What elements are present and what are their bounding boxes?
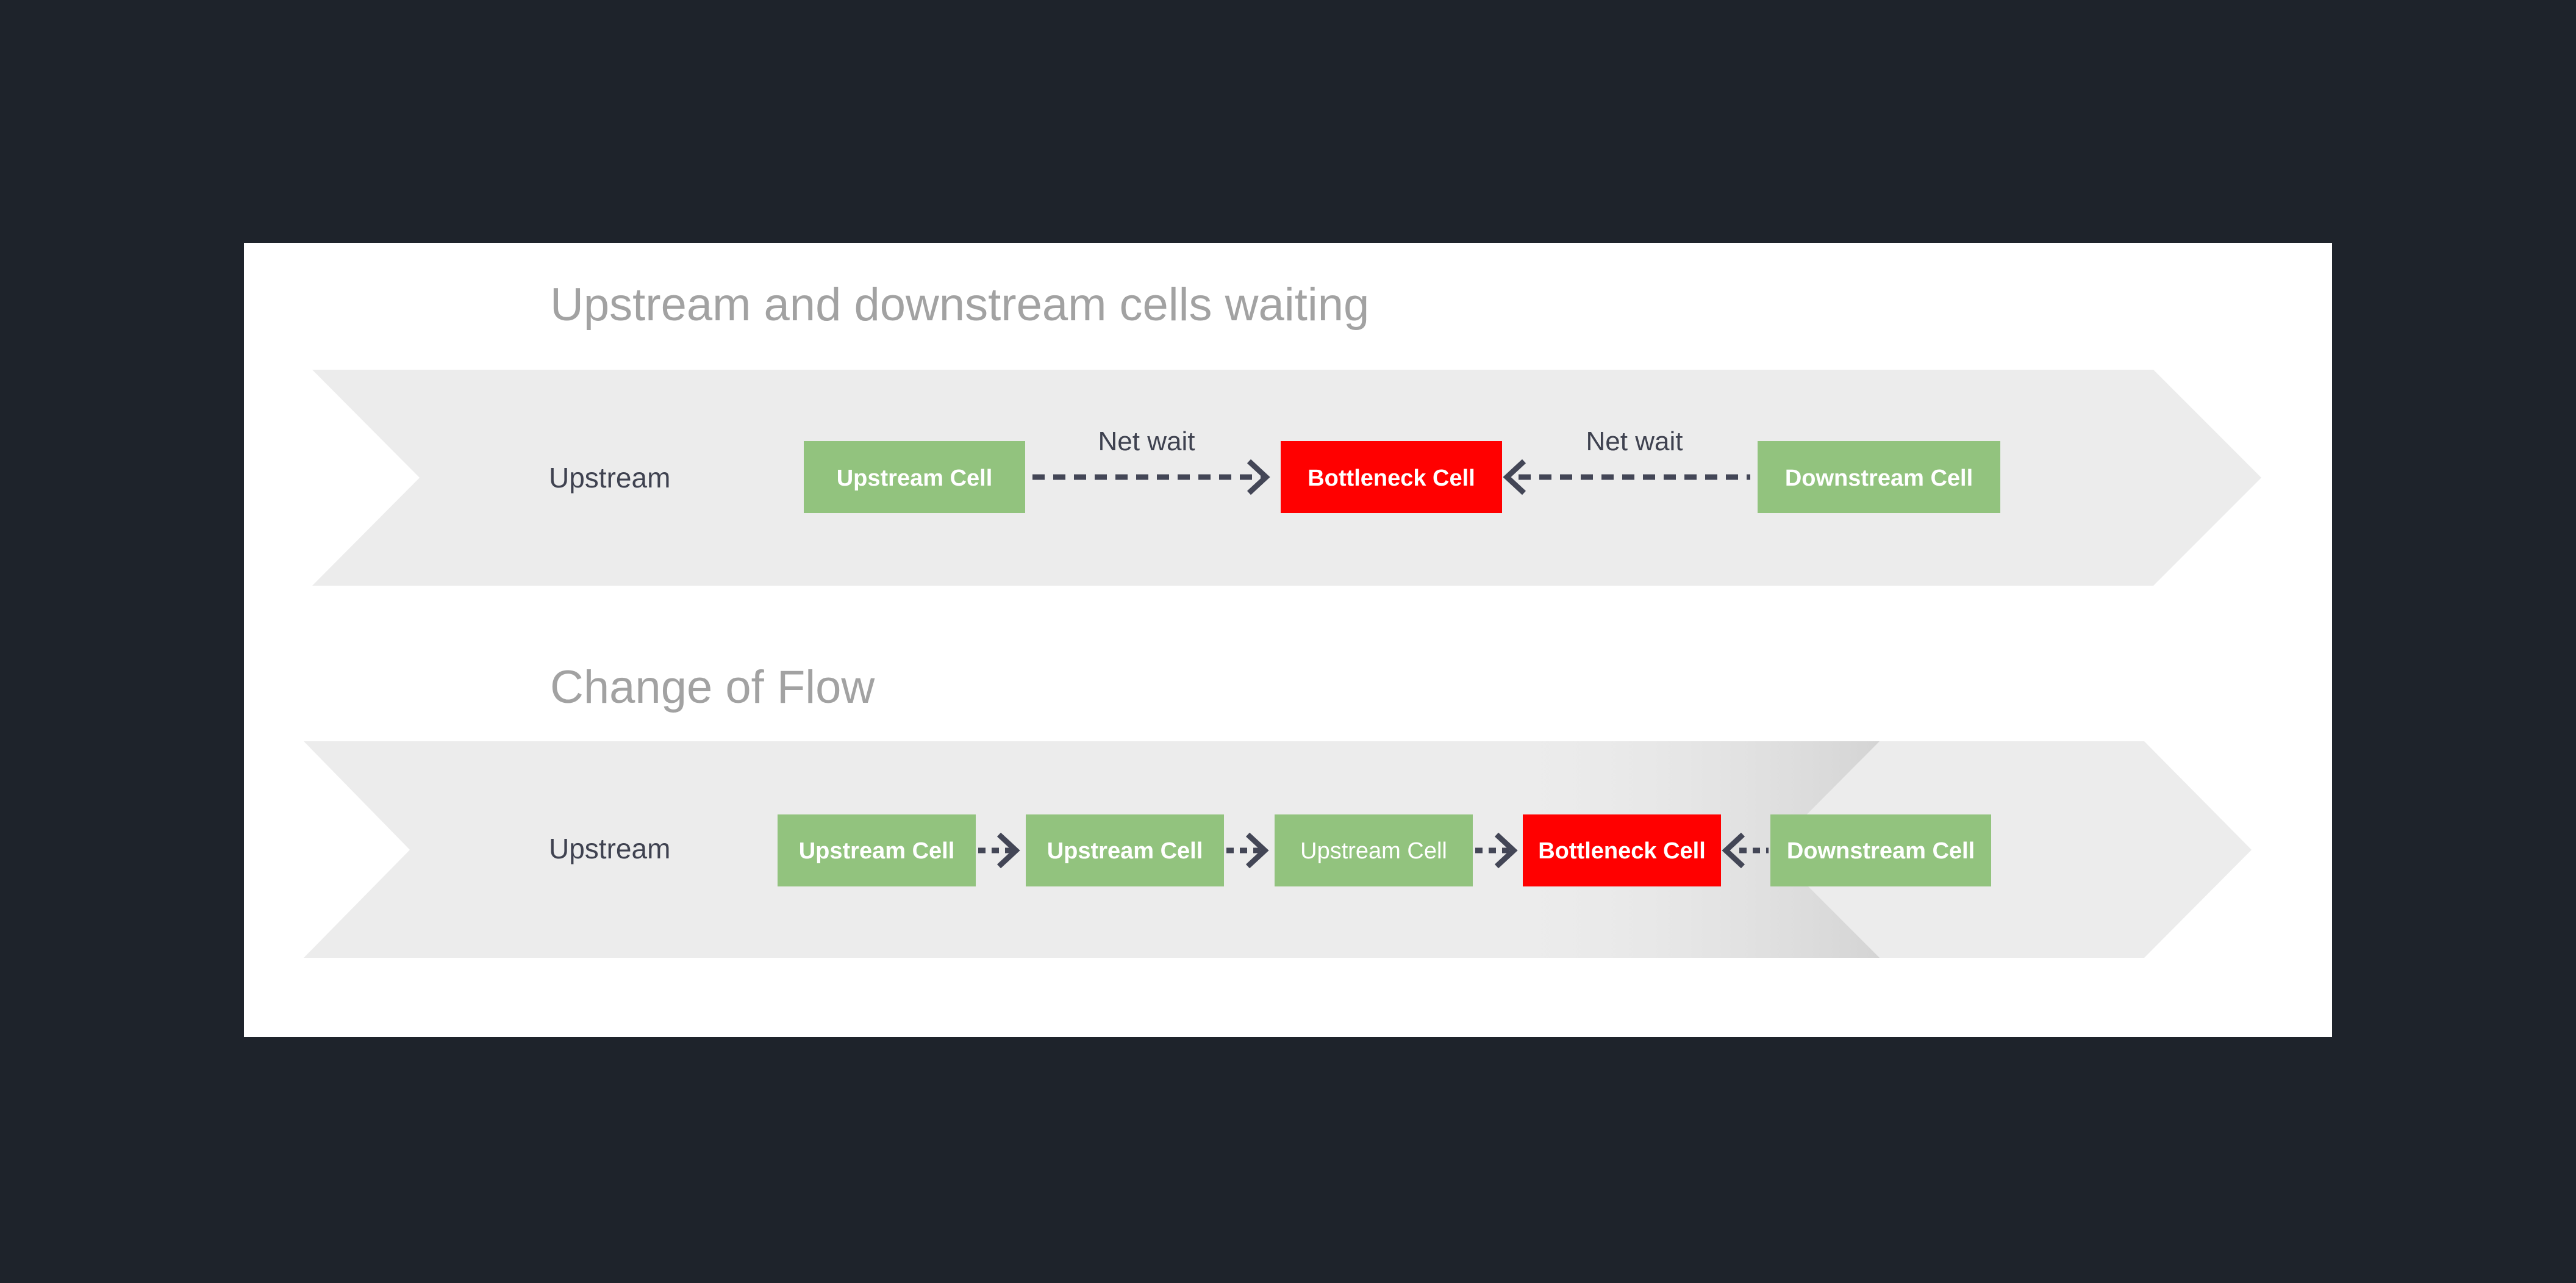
downstream-cell-label: Downstream Cell — [1787, 838, 1975, 864]
row-label: Upstream — [549, 833, 670, 864]
upstream-cell-label: Upstream Cell — [1300, 838, 1447, 864]
bottleneck-cell — [1523, 814, 1721, 886]
arrow-right-icon — [1245, 832, 1269, 869]
downstream-cell-label: Downstream Cell — [1785, 465, 1973, 491]
downstream-cell — [1770, 814, 1991, 886]
edge-label: Net wait — [1586, 426, 1683, 456]
upstream-cell-label: Upstream Cell — [1047, 838, 1203, 864]
bottleneck-cell-label: Bottleneck Cell — [1308, 465, 1475, 491]
bottleneck-cell-label: Bottleneck Cell — [1538, 838, 1706, 864]
section-title: Upstream and downstream cells waiting — [550, 279, 1369, 331]
bottleneck-cell — [1281, 441, 1502, 513]
downstream-cell — [1758, 441, 2000, 513]
arrow-right-icon — [996, 832, 1020, 869]
arrow-left-icon — [1503, 459, 1526, 495]
upstream-cell — [1026, 814, 1224, 886]
arrow-left-icon — [1722, 832, 1745, 869]
edge-label: Net wait — [1098, 426, 1195, 456]
row-label: Upstream — [549, 462, 670, 494]
arrow-right-icon — [1494, 832, 1518, 869]
upstream-cell — [804, 441, 1025, 513]
upstream-cell-label: Upstream Cell — [837, 465, 993, 491]
upstream-cell-label: Upstream Cell — [799, 838, 955, 864]
upstream-cell — [778, 814, 976, 886]
arrow-right-icon — [1247, 459, 1270, 495]
upstream-cell — [1275, 814, 1473, 886]
section-title: Change of Flow — [550, 661, 875, 713]
